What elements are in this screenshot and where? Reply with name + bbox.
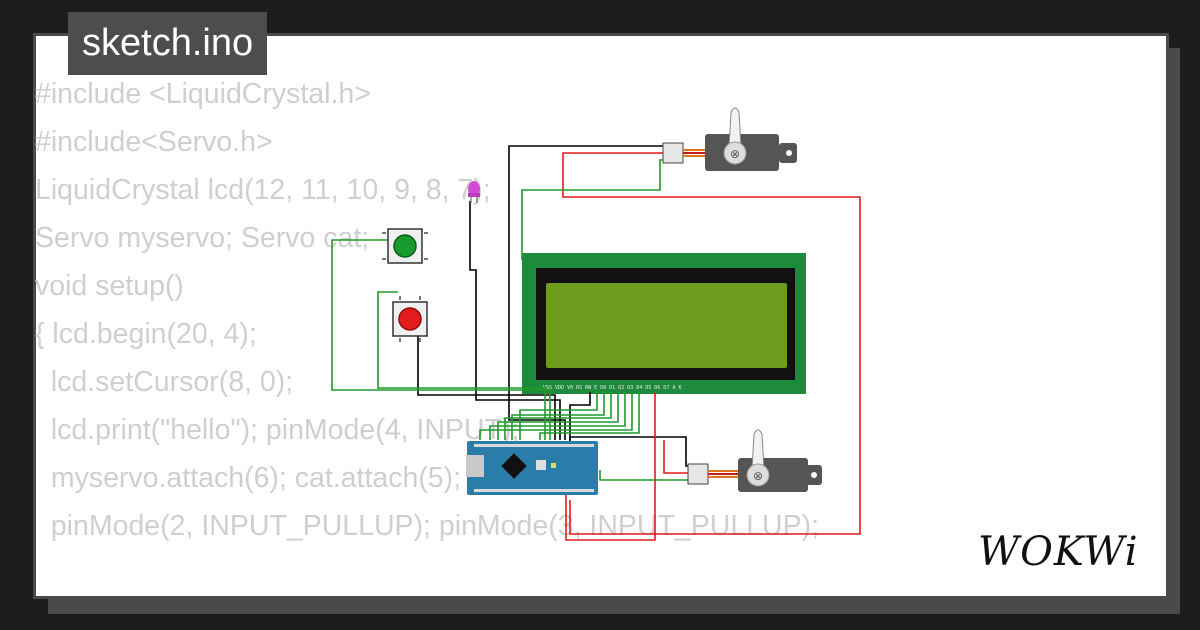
lcd-display-icon: VSS VDD V0 RS RW E D0 D1 D2 D3 D4 D5 D6 … <box>522 253 806 394</box>
wires-red <box>562 152 861 541</box>
code-line: Servo myservo; Servo cat; <box>35 222 370 254</box>
led-icon <box>468 181 480 203</box>
code-line: #include<Servo.h> <box>35 126 273 158</box>
code-line: LiquidCrystal lcd(12, 11, 10, 9, 8, 7); <box>35 174 491 206</box>
code-line: { lcd.begin(20, 4); <box>35 318 257 350</box>
code-line: pinMode(2, INPUT_PULLUP); pinMode(3, INP… <box>35 510 820 542</box>
wokwi-logo: WOKWi <box>978 529 1139 575</box>
servo-icon: ⊗ <box>687 429 822 492</box>
svg-text:⊗: ⊗ <box>753 469 763 483</box>
arduino-nano-icon <box>466 441 598 495</box>
code-line: lcd.print("hello"); pinMode(4, INPUT); <box>35 414 520 446</box>
code-line: #include <LiquidCrystal.h> <box>35 78 371 110</box>
code-line: void setup() <box>35 270 184 302</box>
servo-icon: ⊗ <box>662 107 797 171</box>
file-title-tab: sketch.ino <box>68 12 268 75</box>
svg-text:⊗: ⊗ <box>730 147 740 161</box>
lcd-pin-labels: VSS VDD V0 RS RW E D0 D1 D2 D3 D4 D5 D6 … <box>543 385 681 391</box>
code-line: myservo.attach(6); cat.attach(5); <box>35 462 462 494</box>
code-line: lcd.setCursor(8, 0); <box>35 366 294 398</box>
wires-green <box>331 159 689 481</box>
pushbutton-icon <box>392 296 428 342</box>
code-preview: #include <LiquidCrystal.h> #include<Servo… <box>35 70 819 550</box>
pushbutton-icon <box>382 228 428 264</box>
